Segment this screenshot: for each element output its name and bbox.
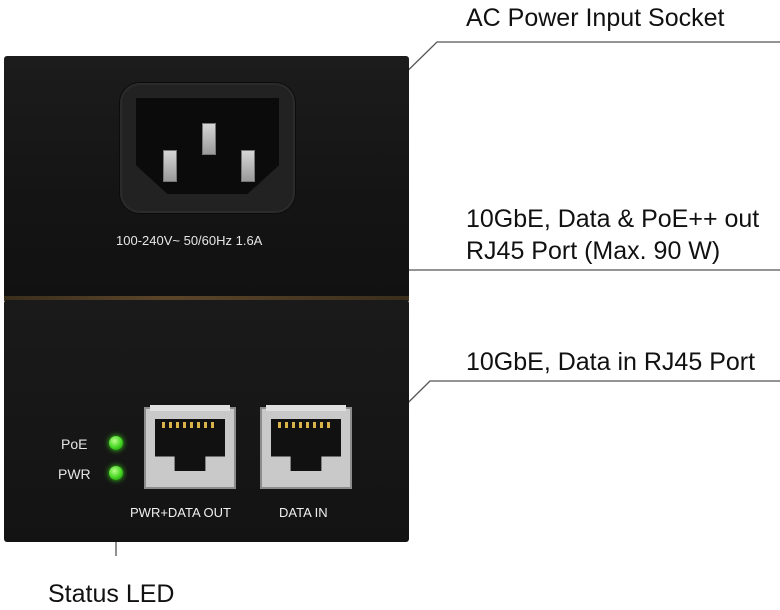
led-label-pwr: PWR (58, 466, 91, 482)
callout-poe-line-2: RJ45 Port (Max. 90 W) (466, 237, 721, 265)
ac-pin-ground (202, 123, 216, 155)
rj45-port-data-in[interactable] (260, 405, 352, 489)
port-shield-tab (150, 405, 230, 411)
callout-ac-power-input-socket: AC Power Input Socket (466, 4, 725, 32)
port-label-data-in: DATA IN (279, 505, 328, 520)
port-label-pwr-data-out: PWR+DATA OUT (130, 505, 231, 520)
power-rating-label: 100-240V~ 50/60Hz 1.6A (116, 233, 263, 248)
led-label-poe: PoE (61, 436, 88, 452)
callout-poe-out-port: 10GbE, Data & PoE++ out RJ45 Port (Max. … (466, 203, 759, 267)
ac-pin-right (241, 150, 255, 182)
callout-data-in-port: 10GbE, Data in RJ45 Port (466, 348, 756, 376)
port-shield-tab (266, 405, 346, 411)
ac-pin-left (163, 150, 177, 182)
port-contacts (278, 422, 334, 428)
port-contacts (162, 422, 218, 428)
pwr-status-led (109, 466, 123, 480)
leader-data-in-port (347, 380, 780, 463)
callout-poe-line-1: 10GbE, Data & PoE++ out (466, 205, 760, 233)
poe-status-led (109, 436, 123, 450)
rj45-port-pwr-data-out[interactable] (144, 405, 236, 489)
callout-status-led: Status LED (48, 580, 175, 608)
housing-seam (4, 296, 409, 301)
